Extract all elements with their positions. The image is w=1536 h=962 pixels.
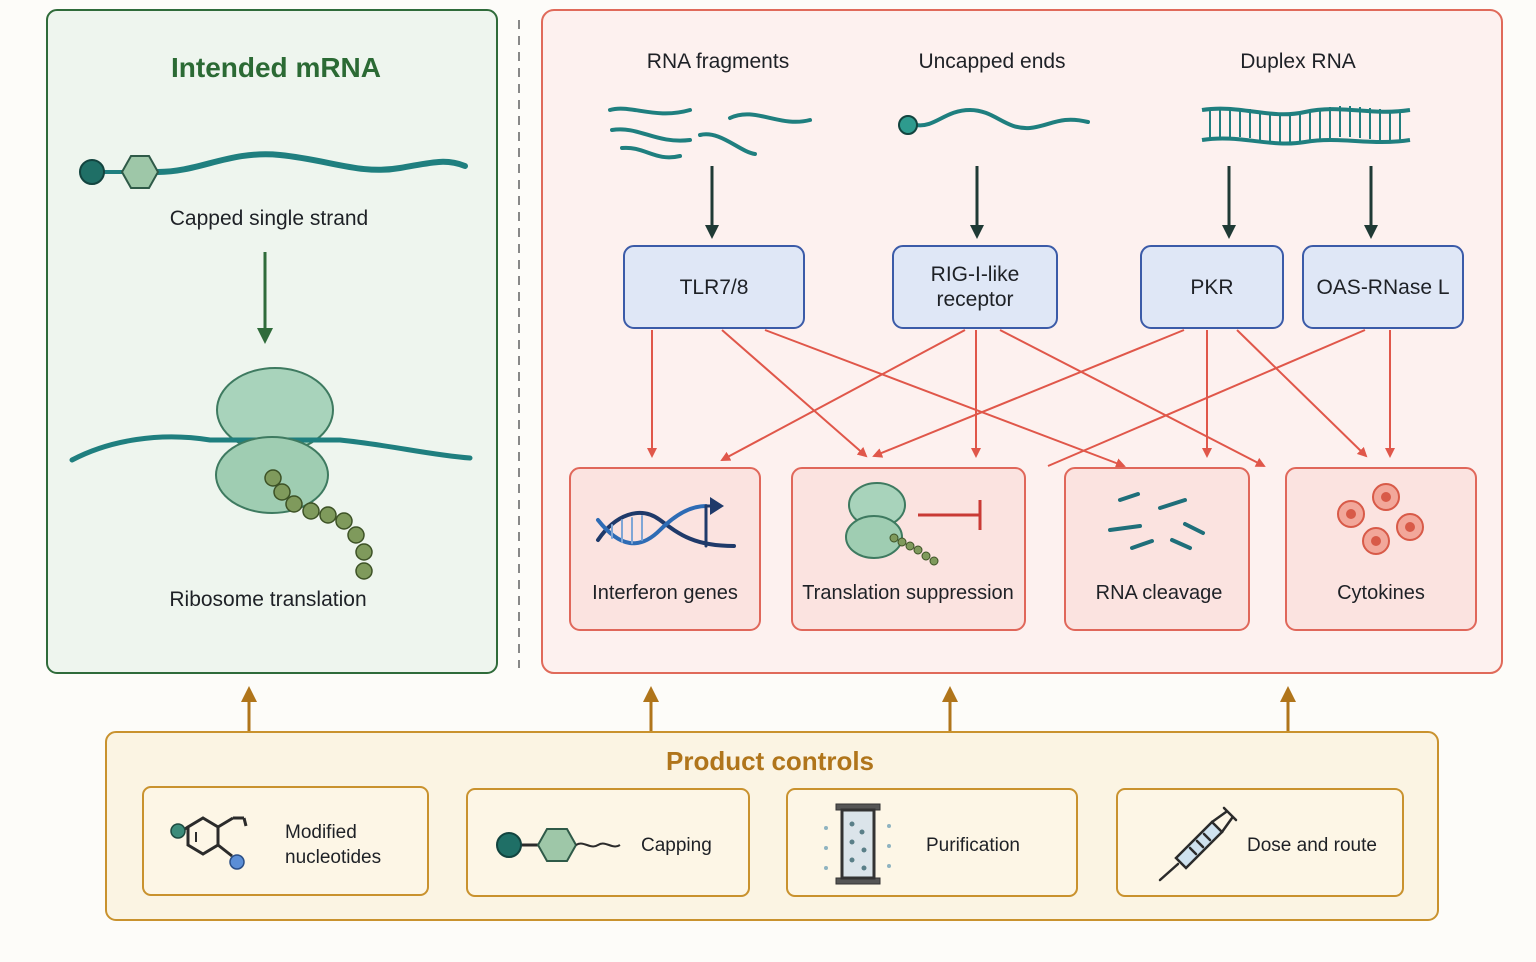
outcome-cleavage-box [1064, 467, 1250, 631]
control-arrows [241, 686, 1296, 732]
uncapped-ends-icon [898, 107, 1090, 135]
ribosome-inhibition-icon [845, 482, 982, 566]
product-controls-title: Product controls [665, 746, 875, 776]
duplex-rna-icon [1201, 106, 1411, 146]
sensor-rig-line1: RIG-I-like [930, 263, 1020, 286]
control-dose-box [1116, 788, 1404, 897]
cytokine-icon [1337, 483, 1424, 555]
sensor-oas-label: OAS-RNase L [1316, 275, 1450, 299]
cap-icon [496, 832, 522, 858]
sensor-rig-line2: receptor [936, 288, 1014, 311]
control-modified-label: Modified nucleotides [285, 820, 381, 870]
outcome-cytokines-label: Cytokines [1337, 582, 1425, 604]
outcome-interferon-label: Interferon genes [592, 582, 738, 604]
control-capping-box [466, 788, 750, 897]
control-purification-label: Purification [926, 835, 1020, 856]
control-capping-label: Capping [641, 835, 712, 856]
hexagon-icon [120, 155, 160, 189]
control-dose-label: Dose and route [1247, 835, 1377, 856]
signaling-arrows [647, 329, 1395, 468]
outcome-cleavage-label: RNA cleavage [1095, 582, 1223, 604]
ribosome-icon [69, 367, 473, 580]
dna-helix-icon [596, 497, 736, 548]
sensor-pkr-label: PKR [1190, 275, 1234, 299]
syringe-icon [1158, 806, 1238, 882]
cap-icon [79, 159, 105, 185]
nucleotide-icon [170, 816, 248, 870]
capping-icon [496, 828, 621, 862]
uncapped-ends-label: Uncapped ends [918, 50, 1066, 73]
outcome-interferon-box [569, 467, 761, 631]
rna-fragments-label: RNA fragments [646, 50, 790, 73]
duplex-rna-label: Duplex RNA [1240, 50, 1356, 73]
ribosome-translation-label: Ribosome translation [169, 588, 367, 611]
control-modified-box [142, 786, 429, 896]
intended-mrna-panel [46, 9, 498, 674]
capped-strand-label: Capped single strand [169, 207, 369, 230]
product-controls-panel [105, 731, 1439, 921]
sensor-pkr-box [1140, 245, 1284, 329]
intended-mrna-title: Intended mRNA [171, 52, 381, 83]
control-modified-line1: Modified [285, 822, 357, 843]
sensor-rig-label: RIG-I-like receptor [893, 246, 1057, 328]
hexagon-icon [536, 828, 578, 862]
capped-strand-icon [79, 151, 468, 189]
rna-fragments-icon [608, 106, 812, 160]
outcome-translation-label: Translation suppression [802, 582, 1014, 604]
sensor-oas-box [1302, 245, 1464, 329]
inhibition-icon [918, 500, 982, 530]
sensor-tlr-box [623, 245, 805, 329]
sensor-rig-box [892, 245, 1058, 329]
column-icon [824, 803, 891, 885]
control-modified-line2: nucleotides [285, 847, 382, 868]
sensor-tlr-label: TLR7/8 [679, 275, 749, 299]
cut-rna-icon [1108, 492, 1205, 550]
